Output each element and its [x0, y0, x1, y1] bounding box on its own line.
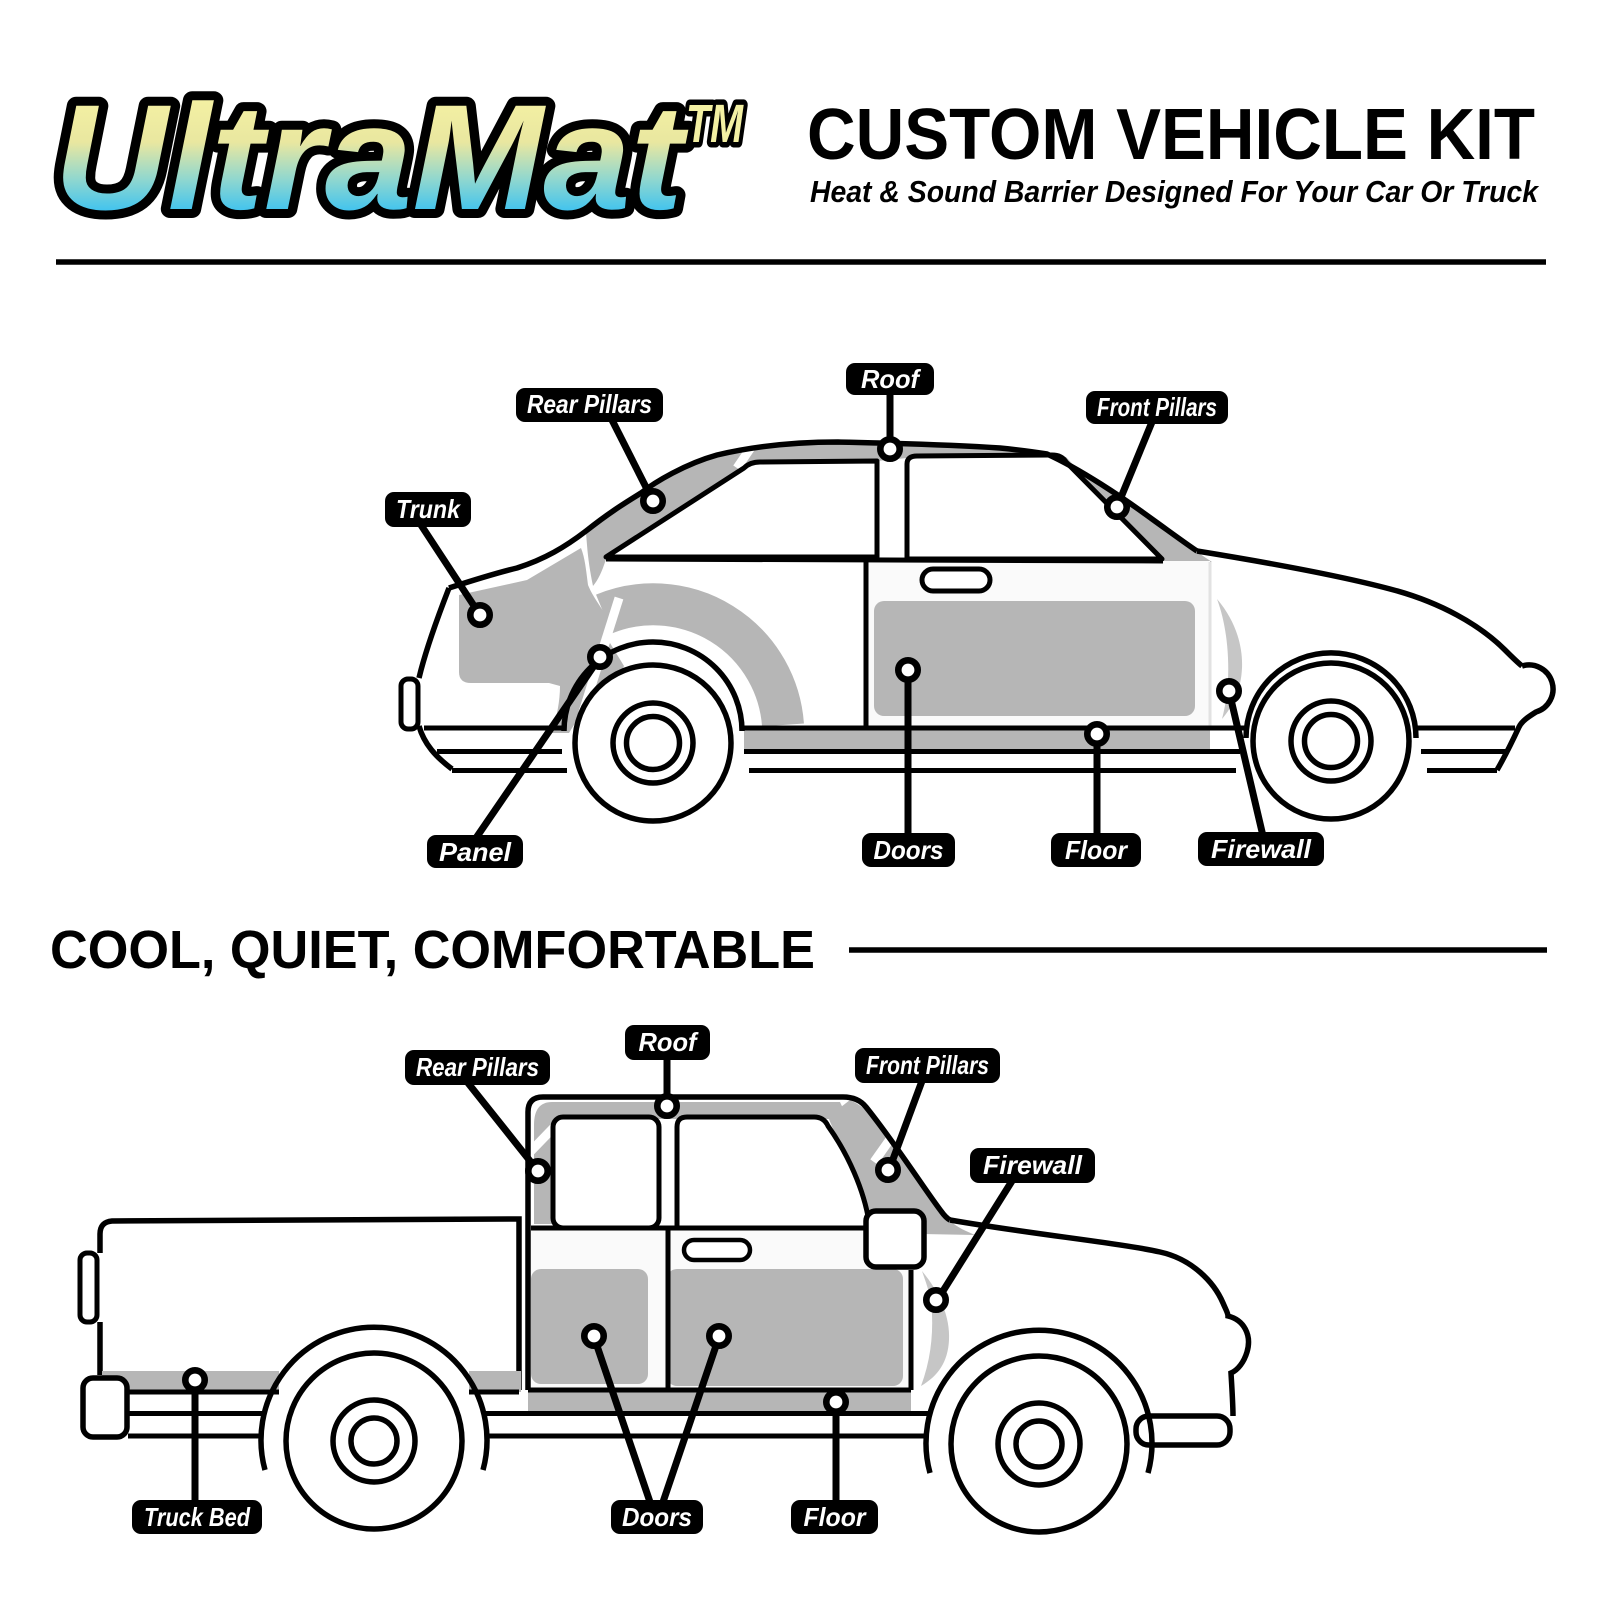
- svg-text:Floor: Floor: [804, 1502, 868, 1532]
- svg-text:Firewall: Firewall: [1211, 834, 1312, 864]
- svg-text:Rear Pillars: Rear Pillars: [416, 1052, 539, 1082]
- svg-text:Firewall: Firewall: [983, 1150, 1083, 1180]
- svg-text:Roof: Roof: [861, 364, 921, 394]
- svg-text:Trunk: Trunk: [396, 494, 461, 524]
- svg-text:Doors: Doors: [874, 835, 944, 865]
- svg-text:Truck Bed: Truck Bed: [144, 1502, 251, 1532]
- svg-text:Floor: Floor: [1065, 835, 1129, 865]
- svg-text:Front Pillars: Front Pillars: [1097, 392, 1217, 422]
- svg-text:Heat & Sound Barrier Designed: Heat & Sound Barrier Designed For Your C…: [810, 174, 1540, 209]
- svg-text:Rear Pillars: Rear Pillars: [527, 389, 652, 419]
- svg-text:Doors: Doors: [622, 1502, 692, 1532]
- svg-text:Panel: Panel: [439, 837, 512, 867]
- svg-text:Front Pillars: Front Pillars: [866, 1050, 989, 1080]
- svg-text:Roof: Roof: [639, 1027, 699, 1057]
- svg-text:TM: TM: [686, 94, 744, 154]
- svg-text:COOL, QUIET, COMFORTABLE: COOL, QUIET, COMFORTABLE: [50, 920, 815, 980]
- svg-text:CUSTOM VEHICLE KIT: CUSTOM VEHICLE KIT: [807, 95, 1535, 175]
- svg-text:UltraMat: UltraMat: [54, 73, 689, 241]
